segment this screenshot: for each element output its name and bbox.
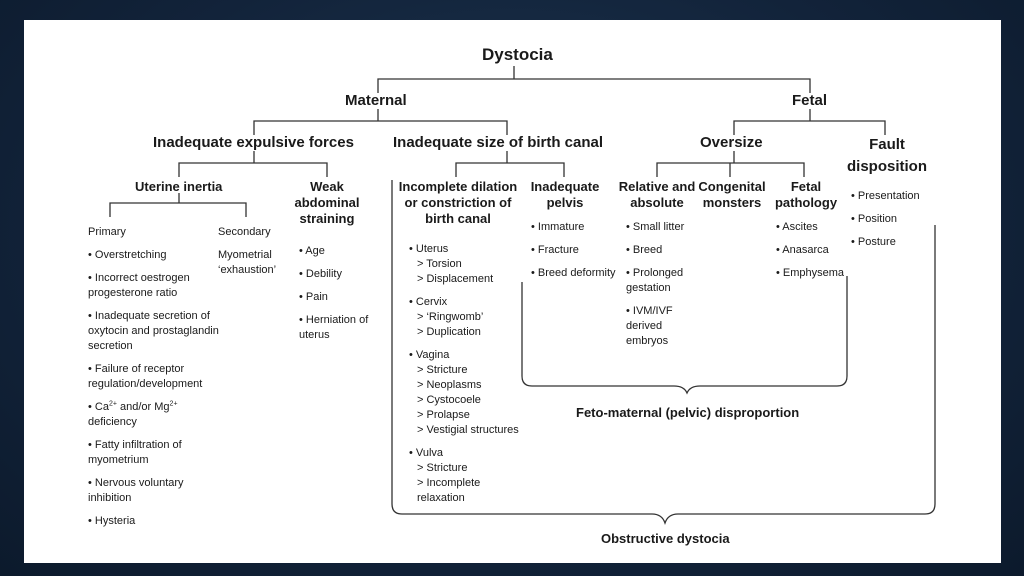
- connector-oversize: [656, 151, 805, 177]
- diagram-slide: Dystocia Maternal Fetal Inadequate expul…: [24, 20, 1001, 563]
- fault-list: • Presentation • Position • Posture: [851, 189, 931, 258]
- primary-item: • Fatty infiltration of myometrium: [88, 439, 182, 466]
- group-sub: > Incomplete relaxation: [417, 477, 481, 504]
- group-sub: > Cystocoele: [417, 394, 481, 406]
- connector-maternal: [253, 109, 508, 135]
- weak-item: • Pain: [299, 291, 328, 303]
- group-head: • Vagina: [409, 349, 450, 361]
- node-uterine-inertia: Uterine inertia: [135, 179, 223, 194]
- pathology-item: • Anasarca: [776, 244, 829, 256]
- group-head: • Uterus: [409, 243, 449, 255]
- pathology-item: • Emphysema: [776, 267, 845, 279]
- node-weak-abdominal-straining: Weak abdominal straining: [292, 179, 362, 227]
- node-congenital-monsters: Congenital monsters: [696, 179, 768, 211]
- feto-maternal-brace: [521, 276, 848, 395]
- obstructive-brace: [391, 180, 936, 526]
- node-fetal-pathology: Fetal pathology: [772, 179, 840, 211]
- primary-item-ca-mg: • Ca2+ and/or Mg2+ deficiency: [88, 400, 178, 428]
- node-inadequate-size-birth-canal: Inadequate size of birth canal: [393, 134, 604, 151]
- relative-item: • Small litter: [626, 221, 685, 233]
- primary-item: • Failure of receptor regulation/develop…: [88, 363, 203, 390]
- uterus-group: • Uterus > Torsion > Displacement: [409, 242, 534, 287]
- title-dystocia: Dystocia: [482, 45, 553, 64]
- node-relative-absolute: Relative and absolute: [614, 179, 700, 211]
- connector-expulsive: [178, 151, 328, 177]
- pelvis-item: • Breed deformity: [531, 267, 616, 279]
- primary-item: • Nervous voluntary inhibition: [88, 477, 184, 504]
- connector-lines: [109, 66, 936, 526]
- incomplete-dilation-list: • Uterus > Torsion > Displacement • Cerv…: [409, 242, 534, 514]
- inadequate-pelvis-label: Inadequate pelvis: [530, 179, 600, 210]
- group-sub: > ‘Ringwomb’: [417, 311, 484, 323]
- primary-list: • Overstretching • Incorrect oestrogen p…: [88, 248, 223, 537]
- primary-item: • Inadequate secretion of oxytocin and p…: [88, 310, 219, 352]
- node-secondary: Secondary: [218, 226, 271, 238]
- secondary-description: Myometrial ‘exhaustion’: [218, 249, 277, 276]
- node-inadequate-pelvis: Inadequate pelvis: [527, 179, 603, 211]
- pelvis-item: • Immature: [531, 221, 585, 233]
- vulva-group: • Vulva > Stricture > Incomplete relaxat…: [409, 446, 534, 506]
- node-incomplete-dilation: Incomplete dilation or constriction of b…: [396, 179, 520, 227]
- group-sub: > Vestigial structures: [417, 424, 519, 436]
- node-primary: Primary: [88, 226, 126, 238]
- pathology-list: • Ascites • Anasarca • Emphysema: [776, 220, 846, 289]
- group-sub: > Displacement: [417, 273, 494, 285]
- connector-uterine: [109, 193, 247, 217]
- group-sub: > Stricture: [417, 462, 468, 474]
- group-head: • Cervix: [409, 296, 448, 308]
- connector-fetal: [733, 109, 886, 135]
- fault-item: • Posture: [851, 236, 896, 248]
- group-sub: > Duplication: [417, 326, 481, 338]
- congenital-monsters-label: Congenital monsters: [698, 179, 766, 210]
- fault-disposition-label: Fault disposition: [847, 136, 927, 175]
- primary-item: • Hysteria: [88, 515, 136, 527]
- label-feto-maternal: Feto-maternal (pelvic) disproportion: [576, 405, 800, 420]
- relative-item: • Breed: [626, 244, 663, 256]
- fault-item: • Presentation: [851, 190, 920, 202]
- pelvis-item: • Fracture: [531, 244, 579, 256]
- weak-abdominal-label: Weak abdominal straining: [294, 179, 360, 226]
- relative-item: • IVM/IVF derived embryos: [626, 305, 673, 347]
- primary-item: • Incorrect oestrogen progesterone ratio: [88, 272, 190, 299]
- node-inadequate-expulsive-forces: Inadequate expulsive forces: [153, 134, 354, 151]
- weak-item: • Herniation of uterus: [299, 314, 369, 341]
- primary-item: • Overstretching: [88, 249, 167, 261]
- connector-dystocia: [377, 66, 811, 93]
- vagina-group: • Vagina > Stricture > Neoplasms > Cysto…: [409, 348, 534, 438]
- node-maternal: Maternal: [345, 92, 407, 109]
- group-sub: > Torsion: [417, 258, 462, 270]
- weak-item: • Debility: [299, 268, 342, 280]
- node-fault-disposition: Fault disposition: [842, 134, 932, 178]
- group-sub: > Prolapse: [417, 409, 470, 421]
- relative-list: • Small litter • Breed • Prolonged gesta…: [626, 220, 696, 357]
- group-sub: > Stricture: [417, 364, 468, 376]
- node-oversize: Oversize: [700, 134, 763, 151]
- secondary-text: Myometrial ‘exhaustion’: [218, 248, 288, 278]
- group-head: • Vulva: [409, 447, 444, 459]
- connector-birth-canal: [455, 151, 565, 177]
- pathology-item: • Ascites: [776, 221, 818, 233]
- weak-item: • Age: [299, 245, 325, 257]
- relative-item: • Prolonged gestation: [626, 267, 684, 294]
- group-sub: > Neoplasms: [417, 379, 482, 391]
- node-fetal: Fetal: [792, 92, 828, 109]
- weak-abdominal-list: • Age • Debility • Pain • Herniation of …: [299, 244, 371, 351]
- fault-item: • Position: [851, 213, 898, 225]
- incomplete-dilation-label: Incomplete dilation or constriction of b…: [398, 179, 518, 226]
- fetal-pathology-label: Fetal pathology: [774, 179, 838, 210]
- pelvis-list: • Immature • Fracture • Breed deformity: [531, 220, 631, 289]
- label-obstructive-dystocia: Obstructive dystocia: [601, 531, 730, 546]
- cervix-group: • Cervix > ‘Ringwomb’ > Duplication: [409, 295, 534, 340]
- relative-absolute-label: Relative and absolute: [618, 179, 696, 210]
